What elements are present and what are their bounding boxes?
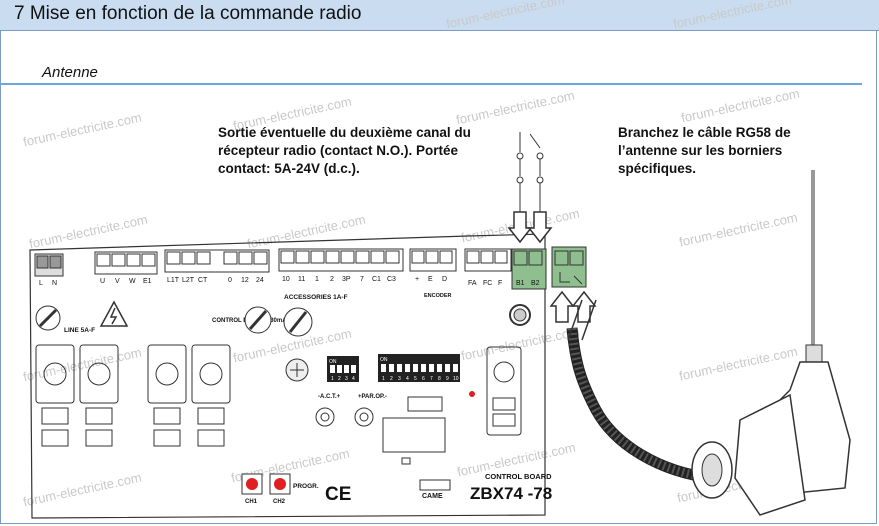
- terminal-block-power: L N: [34, 253, 64, 287]
- terminal-block-antenna: [551, 246, 587, 288]
- dip-number: 1: [331, 376, 334, 382]
- section-divider: [0, 83, 862, 85]
- terminal-label: L: [39, 280, 43, 287]
- dip-number: 4: [406, 376, 409, 382]
- terminal-label: FA: [468, 280, 477, 287]
- terminal-block-motor: U V W E1: [94, 251, 158, 285]
- terminal-label: 12: [241, 277, 249, 284]
- dip-switch-small: ON 1 2 3 4: [327, 356, 359, 382]
- terminal-label: 0: [228, 277, 232, 284]
- antenna-cable: [566, 299, 713, 484]
- control-board-label: CONTROL BOARD: [485, 472, 552, 481]
- terminal-block-commands: 10 11 1 2 3P 7 C1 C3: [278, 248, 404, 283]
- terminal-label: 1: [315, 276, 319, 283]
- terminal-label: E1: [143, 278, 152, 285]
- ch2-label: CH2: [273, 499, 286, 505]
- progr-label: PROGR.: [293, 483, 319, 490]
- parop-label: +PAR.OP.-: [358, 394, 387, 400]
- fuse-line-label: LINE 5A-F: [64, 327, 95, 334]
- terminal-label: L2T: [182, 277, 195, 284]
- terminal-label: L1T: [167, 277, 180, 284]
- terminal-label: 3P: [342, 276, 351, 283]
- fuse-accessories-label: ACCESSORIES 1A-F: [284, 294, 348, 301]
- ic-chip: [401, 457, 411, 465]
- radio-module-socket: [486, 346, 522, 436]
- ch1-label: CH1: [245, 499, 258, 505]
- terminal-block-b1-b2: B1 B2: [511, 248, 547, 290]
- terminal-label: B2: [531, 280, 540, 287]
- terminal-block-encoder: + E D ENCODER: [409, 248, 457, 299]
- terminal-label: F: [498, 280, 502, 287]
- dip-on-label: ON: [380, 357, 388, 363]
- callout-second-channel: Sortie éventuelle du deuxième canal du r…: [218, 125, 471, 176]
- dip-number: 4: [352, 376, 355, 382]
- fuse-accessories: [283, 307, 313, 337]
- dip-number: 6: [422, 376, 425, 382]
- dip-number: 10: [453, 376, 459, 382]
- section-title: Antenne: [42, 64, 98, 81]
- relay-block: [35, 344, 231, 447]
- dip-on-label: ON: [329, 359, 337, 365]
- terminal-label: C1: [372, 276, 381, 283]
- came-logo: CAME: [419, 479, 451, 500]
- terminal-label: N: [52, 280, 57, 287]
- ic-chip: [382, 417, 446, 453]
- dip-number: 7: [430, 376, 433, 382]
- dip-number: 1: [382, 376, 385, 382]
- parop-trimmer: [354, 407, 374, 427]
- hazard-warning-icon: [99, 300, 129, 327]
- dip-number: 8: [438, 376, 441, 382]
- terminal-block-supply: L1T L2T CT 0 12 24: [164, 249, 270, 284]
- terminal-label: E: [428, 276, 433, 283]
- terminal-label: 2: [330, 276, 334, 283]
- dip-switch-large: ON 1 2 3 4 5 6 7 8 9 10: [378, 354, 460, 382]
- ce-mark: CE: [325, 484, 351, 505]
- terminal-label: D: [442, 276, 447, 283]
- button-ch2: CH2: [269, 473, 291, 505]
- terminal-label: C3: [387, 276, 396, 283]
- fuse-line: LINE 5A-F: [35, 305, 95, 334]
- callout-antenna-cable: Branchez le câble RG58 de l’antenne sur …: [618, 125, 791, 176]
- terminal-label: B1: [516, 280, 525, 287]
- control-board-outline: [29, 233, 546, 519]
- ic-chip: [407, 396, 443, 412]
- arrow-down-icon: [527, 211, 553, 244]
- terminal-label: W: [129, 278, 136, 285]
- antenna-icon: [691, 170, 851, 516]
- page-title: 7 Mise en fonction de la commande radio: [14, 3, 362, 24]
- fuse-control: [244, 306, 272, 334]
- dip-number: 2: [390, 376, 393, 382]
- arrow-down-icon: [507, 211, 533, 244]
- terminal-label: CT: [198, 277, 208, 284]
- terminal-label: 10: [282, 276, 290, 283]
- model-label: ZBX74 -78: [470, 484, 552, 503]
- terminal-label: V: [115, 278, 120, 285]
- header-bar: 7 Mise en fonction de la commande radio: [0, 0, 879, 31]
- dip-number: 2: [338, 376, 341, 382]
- act-label: -A.C.T.+: [318, 394, 341, 400]
- dip-number: 5: [414, 376, 417, 382]
- terminal-block-limit: FA FC F: [464, 248, 512, 287]
- svg-text:CAME: CAME: [422, 493, 443, 500]
- led-indicator: [469, 391, 475, 397]
- encoder-label: ENCODER: [424, 293, 452, 299]
- terminal-label: FC: [483, 280, 492, 287]
- terminal-label: 24: [256, 277, 264, 284]
- dip-number: 9: [446, 376, 449, 382]
- contact-switch: [516, 132, 544, 212]
- dip-number: 3: [398, 376, 401, 382]
- terminal-label: U: [100, 278, 105, 285]
- button-ch1: CH1: [241, 473, 263, 505]
- terminal-label: 11: [298, 276, 305, 283]
- arrow-up-icon: [549, 290, 575, 323]
- act-trimmer: [315, 407, 335, 427]
- dip-number: 3: [345, 376, 348, 382]
- terminal-label: 7: [360, 276, 364, 283]
- terminal-label: +: [415, 276, 419, 283]
